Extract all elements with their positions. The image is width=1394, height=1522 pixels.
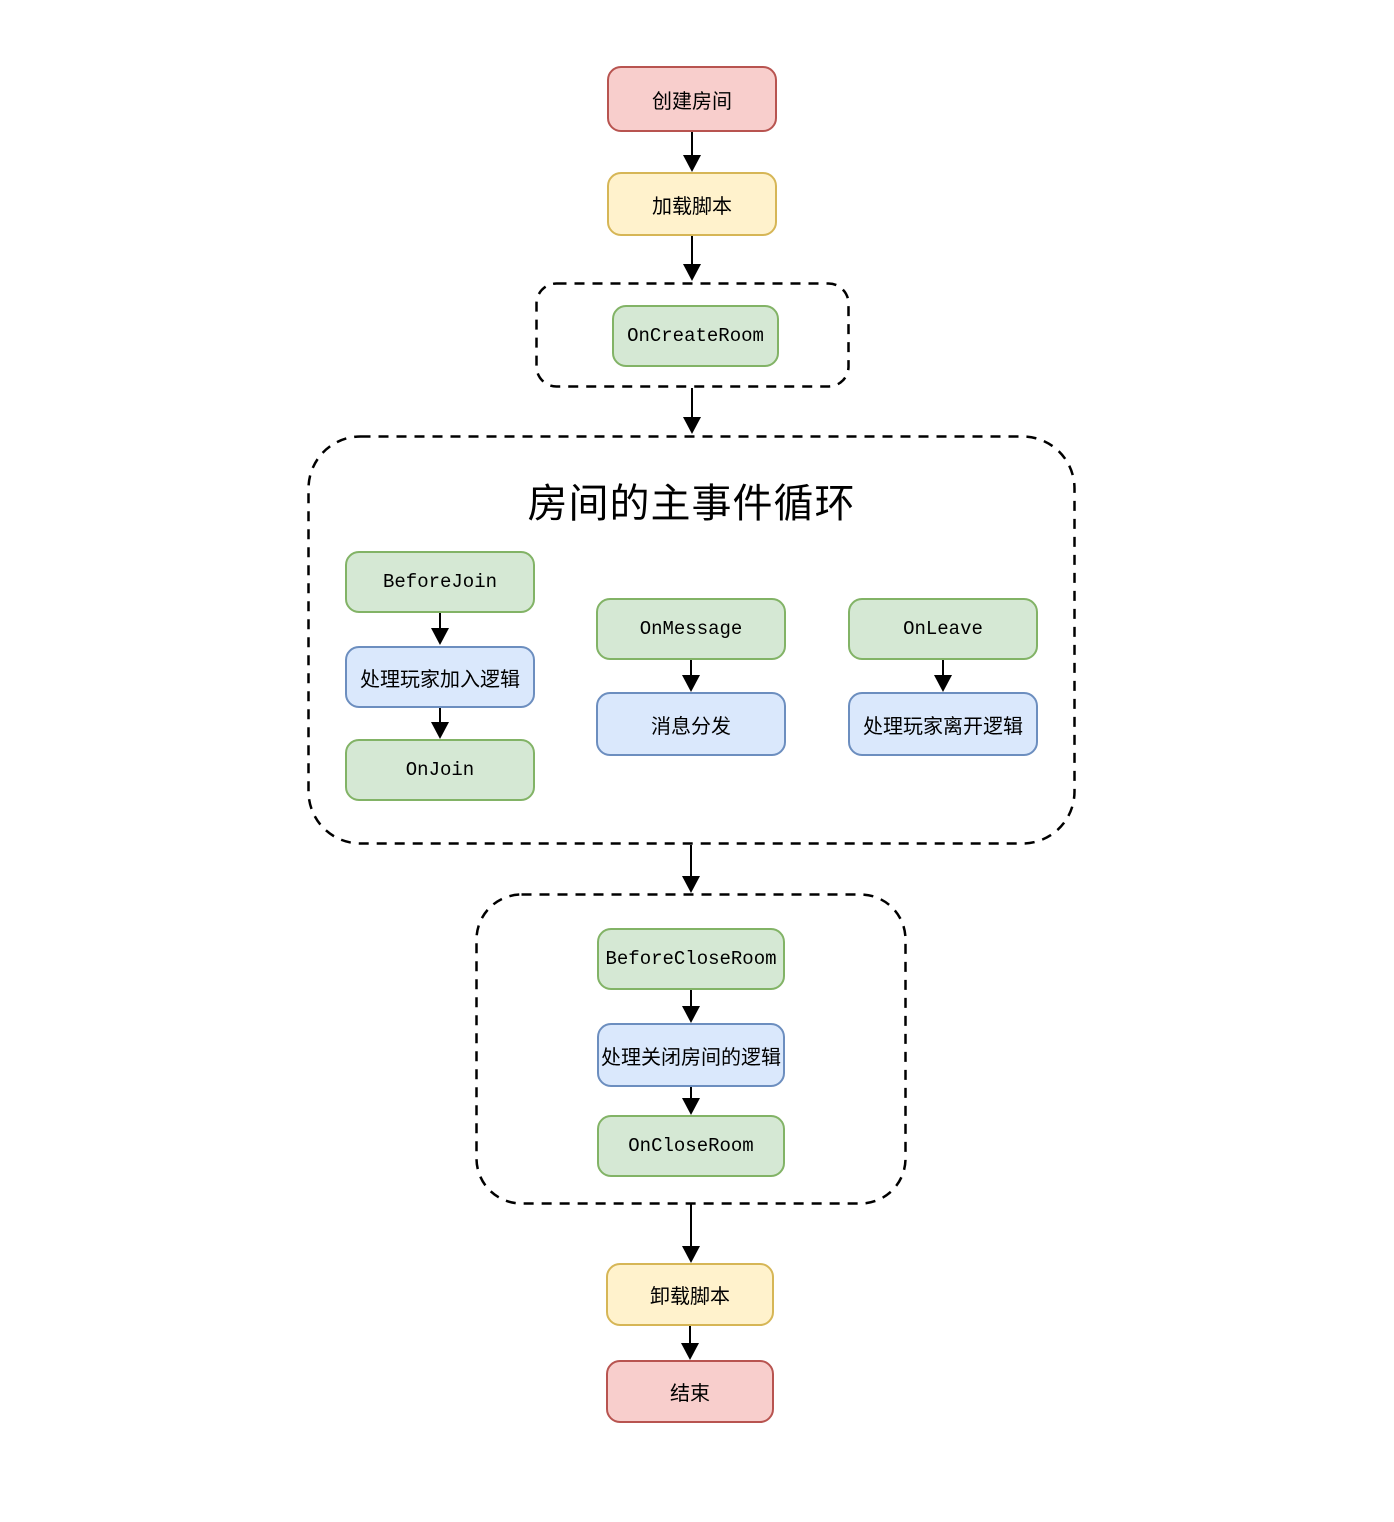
arrow-head-icon	[683, 264, 701, 281]
arrow-shaft	[688, 1326, 692, 1352]
node-before-join-label: BeforeJoin	[382, 571, 498, 593]
arrow-oncreateroom-to-main-loop	[682, 388, 702, 434]
node-handle-join: 处理玩家加入逻辑	[345, 646, 535, 708]
main-event-loop-title: 房间的主事件循环	[527, 482, 856, 526]
group-on-create-room: OnCreateRoom	[535, 282, 850, 388]
arrow-shaft	[438, 613, 442, 637]
arrow-head-icon	[683, 417, 701, 434]
node-on-join: OnJoin	[345, 739, 535, 801]
node-handle-join-label: 处理玩家加入逻辑	[360, 668, 520, 691]
node-create-room-label: 创建房间	[652, 90, 732, 113]
arrow-shaft	[689, 1087, 693, 1107]
arrow-head-icon	[682, 1098, 700, 1115]
node-on-message-label: OnMessage	[639, 618, 743, 640]
node-create-room: 创建房间	[607, 66, 777, 132]
arrow-close-group-to-unload-script	[681, 1203, 701, 1263]
arrow-shaft	[689, 1203, 693, 1255]
node-on-close-room-label: OnCloseRoom	[628, 1135, 754, 1157]
arrow-shaft	[941, 660, 945, 684]
arrow-shaft	[690, 132, 694, 164]
node-load-script: 加载脚本	[607, 172, 777, 236]
node-handle-leave-label: 处理玩家离开逻辑	[863, 715, 1023, 738]
arrow-head-icon	[431, 722, 449, 739]
arrow-create-room-to-load-script	[682, 132, 702, 172]
node-end: 结束	[606, 1360, 774, 1423]
node-on-join-label: OnJoin	[405, 759, 475, 781]
arrow-onmessage-to-dispatch	[681, 660, 701, 692]
arrow-head-icon	[431, 628, 449, 645]
node-on-message: OnMessage	[596, 598, 786, 660]
arrow-onleave-to-handle-leave	[933, 660, 953, 692]
node-message-dispatch-label: 消息分发	[651, 715, 731, 738]
arrow-shaft	[690, 388, 694, 426]
arrow-handle-join-to-onjoin	[430, 708, 450, 739]
node-end-label: 结束	[670, 1383, 710, 1405]
arrow-shaft	[438, 708, 442, 731]
node-on-leave-label: OnLeave	[903, 618, 983, 640]
node-handle-leave: 处理玩家离开逻辑	[848, 692, 1038, 756]
arrow-beforejoin-to-handle-join	[430, 613, 450, 645]
arrow-shaft	[689, 990, 693, 1015]
node-handle-close-label: 处理关闭房间的逻辑	[601, 1046, 781, 1069]
node-message-dispatch: 消息分发	[596, 692, 786, 756]
group-main-event-loop: 房间的主事件循环 BeforeJoin 处理玩家加入逻辑 OnJoin OnMe…	[307, 435, 1076, 845]
arrow-head-icon	[681, 1343, 699, 1360]
arrow-head-icon	[934, 675, 952, 692]
arrow-unload-script-to-end	[680, 1326, 700, 1360]
arrow-head-icon	[682, 876, 700, 893]
arrow-head-icon	[682, 1246, 700, 1263]
node-before-close-room-label: BeforeCloseRoom	[605, 948, 777, 970]
arrow-load-script-to-oncreateroom-group	[682, 236, 702, 281]
node-handle-close: 处理关闭房间的逻辑	[597, 1023, 785, 1087]
node-before-join: BeforeJoin	[345, 551, 535, 613]
arrow-shaft	[690, 236, 694, 273]
arrow-shaft	[689, 845, 693, 885]
arrow-main-loop-to-close-group	[681, 845, 701, 893]
node-on-close-room: OnCloseRoom	[597, 1115, 785, 1177]
arrow-head-icon	[682, 675, 700, 692]
node-on-create-room-label: OnCreateRoom	[627, 325, 764, 347]
arrow-shaft	[689, 660, 693, 684]
node-load-script-label: 加载脚本	[652, 195, 732, 218]
arrow-beforeclose-to-handle-close	[681, 990, 701, 1023]
node-on-leave: OnLeave	[848, 598, 1038, 660]
arrow-head-icon	[683, 155, 701, 172]
node-before-close-room: BeforeCloseRoom	[597, 928, 785, 990]
node-on-create-room: OnCreateRoom	[612, 305, 779, 367]
arrow-head-icon	[682, 1006, 700, 1023]
node-unload-script: 卸载脚本	[606, 1263, 774, 1326]
group-close-room: BeforeCloseRoom 处理关闭房间的逻辑 OnCloseRoom	[475, 893, 907, 1205]
node-unload-script-label: 卸载脚本	[650, 1286, 730, 1308]
arrow-handle-close-to-oncloseroom	[681, 1087, 701, 1115]
